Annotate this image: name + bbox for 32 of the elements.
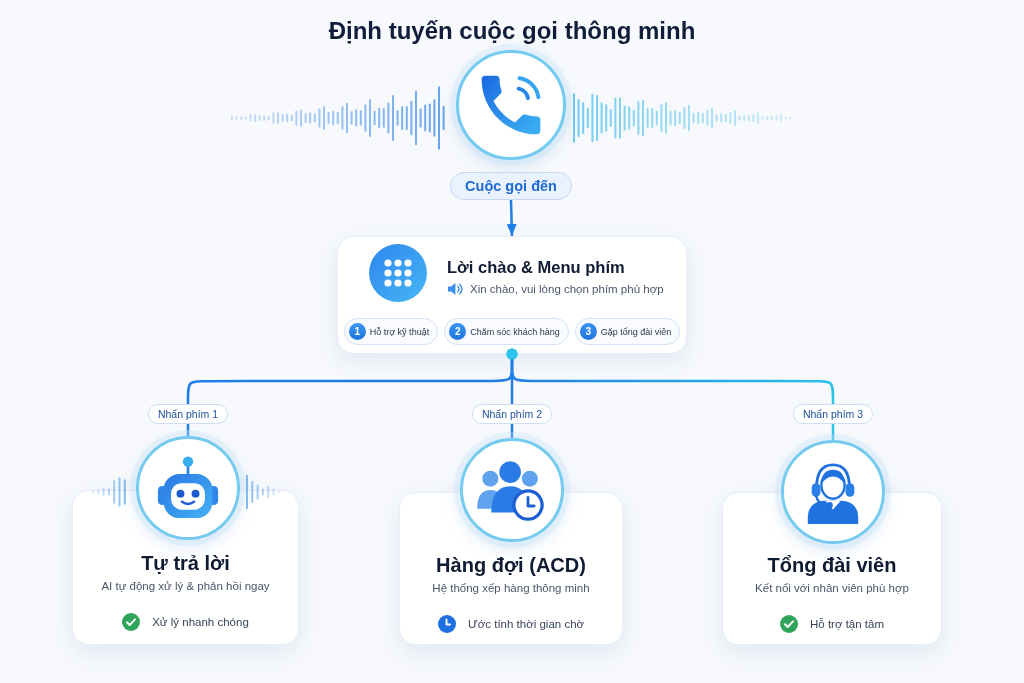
option-text: Gặp tổng đài viên [600,325,672,338]
arrow [506,199,517,237]
edge-label: Nhấn phím 1 [147,404,229,424]
feature-text: Hỗ trợ tận tâm [810,617,884,632]
card-subtitle: Kết nối với nhân viên phù hợp [755,581,909,596]
icon-circle [456,50,566,160]
option-number: 1 [348,323,366,340]
icon-circle [781,440,885,544]
card-subtitle: Hệ thống xếp hàng thông minh [432,581,590,596]
feature-text: Xử lý nhanh chóng [152,615,249,630]
feature-text: Ước tính thời gian chờ [467,617,585,632]
edge-label: Nhấn phím 3 [792,404,874,424]
card-title: Tổng đài viên [767,553,897,577]
card-subtitle: Xin chào, vui lòng chọn phím phù hợp [470,282,664,297]
connector-line [506,348,835,440]
card-title: Tự trả lời [141,551,230,575]
option-text: Chăm sóc khách hàng [470,325,560,338]
diagram-title: Định tuyến cuộc gọi thông minh [327,16,697,46]
option-pill [574,318,681,345]
card-title: Hàng đợi (ACD) [436,553,586,577]
option-number: 3 [579,323,597,340]
call-label: Cuộc gọi đến [450,172,572,200]
edge-label: Nhấn phím 2 [471,404,553,424]
card-title: Lời chào & Menu phím [447,257,625,278]
menu-card [337,236,687,354]
icon-circle [136,436,240,540]
option-text: Hỗ trợ kỹ thuật [369,325,430,338]
card-subtitle: AI tự động xử lý & phản hồi ngay [101,579,270,594]
option-number: 2 [449,323,467,340]
icon-circle [460,438,564,542]
option-pill [444,318,569,345]
option-pill [343,318,439,345]
